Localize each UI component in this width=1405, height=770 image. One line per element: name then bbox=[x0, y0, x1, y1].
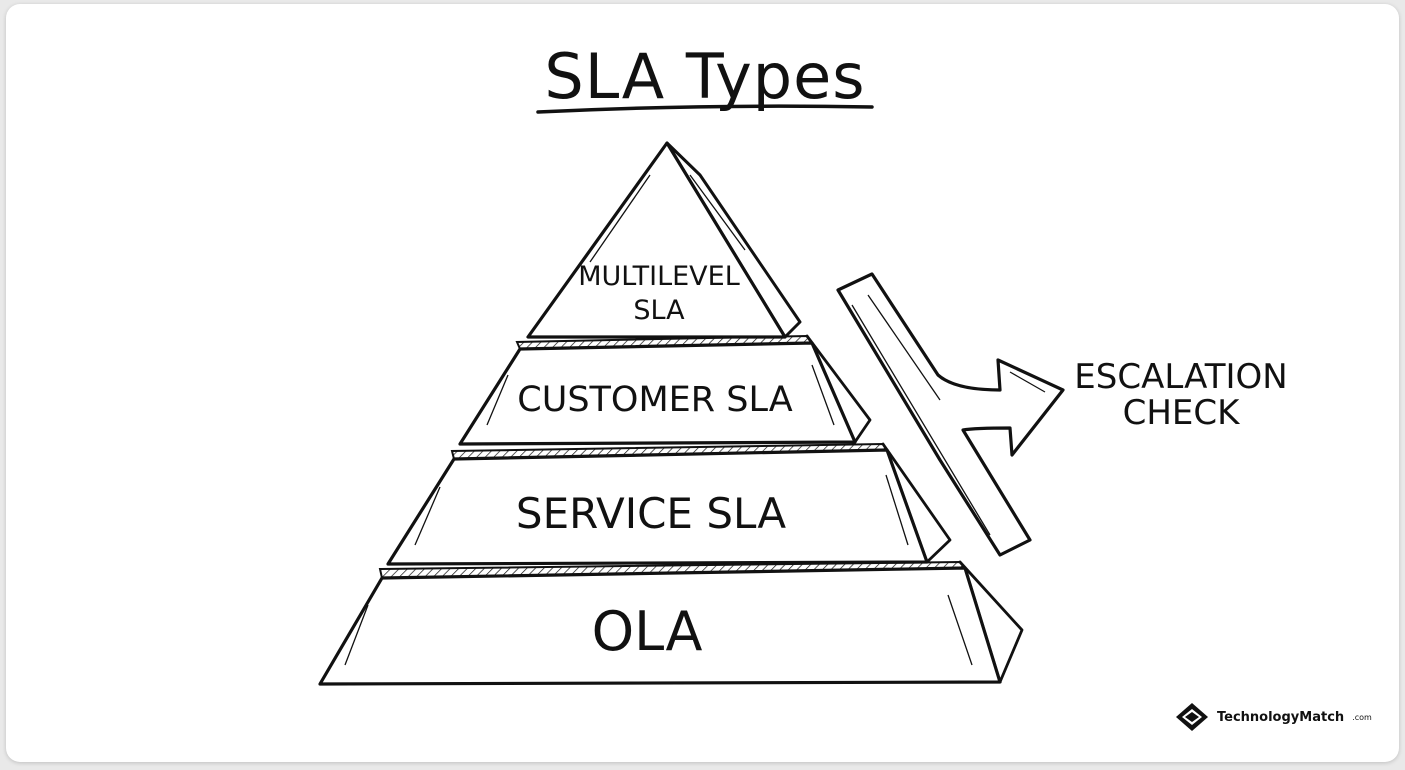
tier-customer-sla bbox=[458, 334, 872, 446]
diagram-title: SLA Types bbox=[544, 40, 866, 113]
tier-service-sla bbox=[386, 442, 952, 566]
tier-service-label: SERVICE SLA bbox=[516, 489, 786, 538]
tier-customer-label: CUSTOMER SLA bbox=[517, 380, 792, 420]
tier-ola-label: OLA bbox=[592, 600, 703, 663]
brand-suffix: .com bbox=[1352, 712, 1372, 722]
escalation-arrow bbox=[836, 272, 1065, 557]
brand-logo: TechnologyMatch .com bbox=[1175, 702, 1372, 732]
tier-ola bbox=[318, 560, 1024, 686]
diamond-logo-icon bbox=[1176, 703, 1208, 731]
title-underline bbox=[536, 104, 874, 114]
tier-multilevel-label-line1: MULTILEVEL bbox=[578, 261, 740, 292]
escalation-label-line2: CHECK bbox=[1123, 393, 1242, 433]
tier-multilevel-label-line2: SLA bbox=[633, 295, 685, 326]
escalation-label-line1: ESCALATION bbox=[1074, 357, 1287, 397]
tier-multilevel-sla bbox=[526, 141, 802, 339]
brand-name: TechnologyMatch bbox=[1217, 709, 1345, 725]
